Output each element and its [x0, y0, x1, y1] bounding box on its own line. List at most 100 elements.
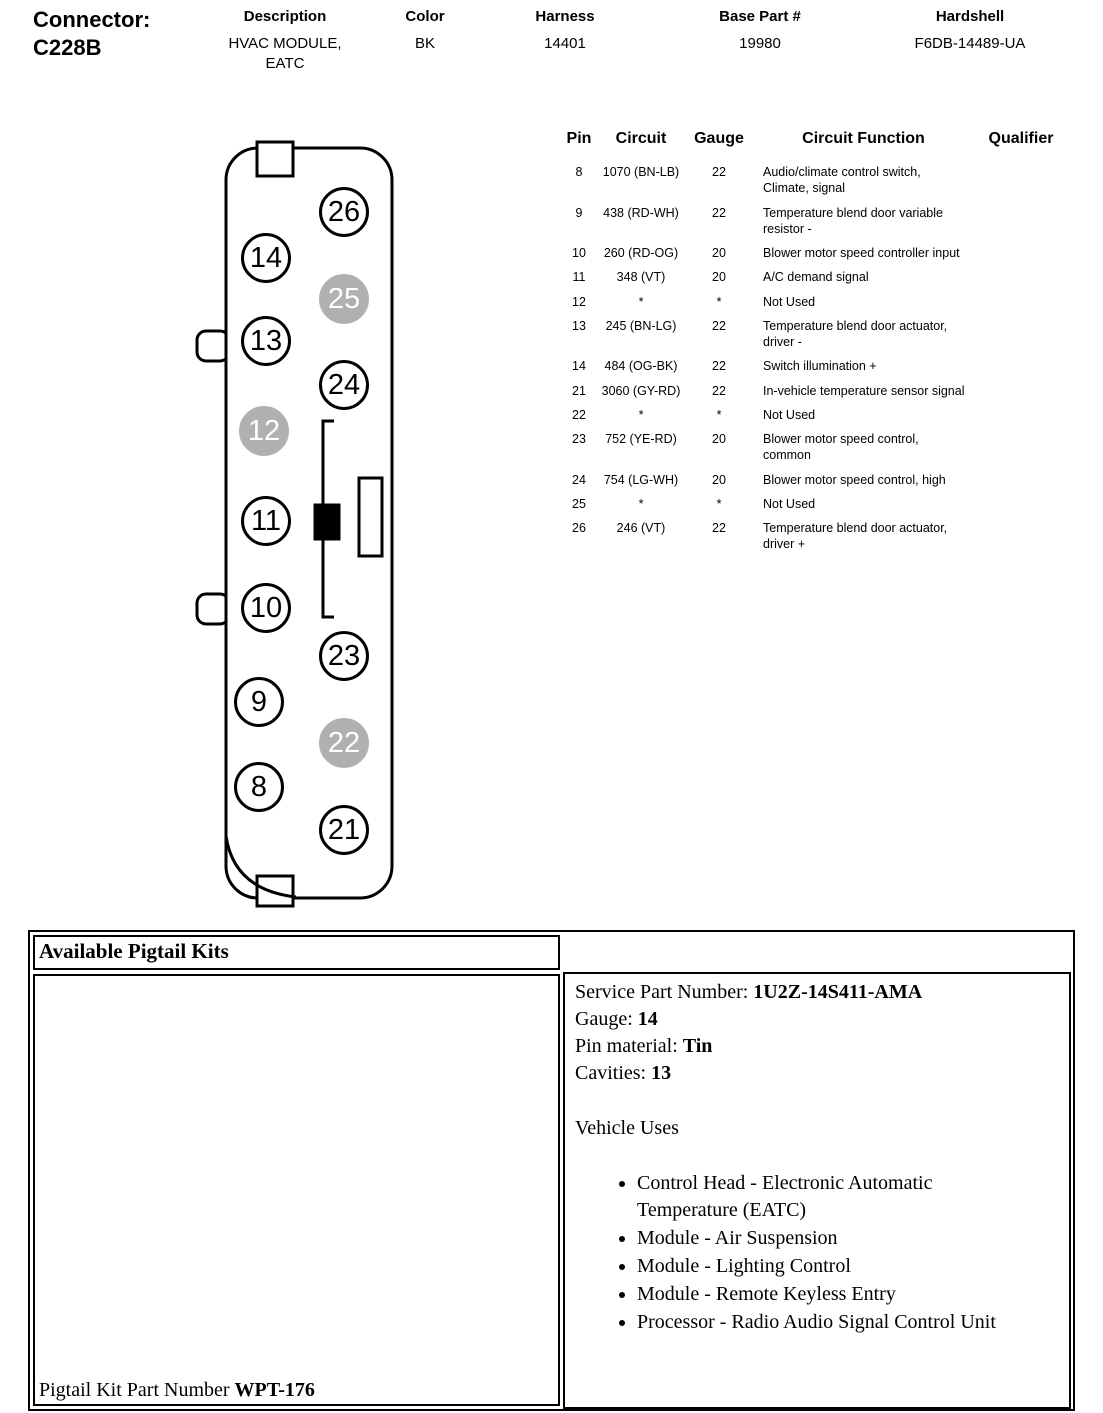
connector-pin-24: 24 [319, 360, 369, 410]
pin-row-9-pin: 9 [575, 205, 583, 220]
connector-pin-12: 12 [239, 406, 289, 456]
header-column-label: Hardshell [935, 8, 1005, 25]
connector-id: C228B [33, 35, 102, 60]
pin-row-23-gauge: 20 [712, 432, 726, 446]
pin-row-9-function: Temperature blend door variable resistor… [763, 205, 943, 236]
pigtail-kit-part-number-value: WPT-176 [234, 1379, 315, 1401]
pin-row-26-function: Temperature blend door actuator, driver … [763, 521, 948, 552]
pigtail-details: Service Part Number: 1U2Z-14S411-AMA Gaug… [575, 979, 1059, 1087]
header-column-label: Harness [535, 8, 595, 25]
pin-row-8-circuit: 1070 (BN-LB) [602, 165, 680, 179]
header-column-2: Harness 14401 [480, 8, 650, 73]
pin-row-10-circuit: 260 (RD-OG) [603, 246, 679, 260]
pin-row-26-gauge: 22 [712, 521, 726, 535]
pin-row-26-circuit: 246 (VT) [616, 521, 666, 535]
pin-row-24-gauge: 20 [712, 472, 726, 487]
pin-row-12-gauge: * [716, 294, 722, 309]
top-index-slot [255, 140, 295, 178]
bottom-left-curve [224, 835, 297, 899]
pigtail-section: Available Pigtail Kits Pigtail Kit Part … [28, 930, 1075, 1411]
vehicle-use-4: Processor - Radio Audio Signal Control U… [637, 1309, 1037, 1336]
pin-row-13-pin: 13 [572, 318, 586, 333]
pigtail-detail-0: Service Part Number: 1U2Z-14S411-AMA [575, 981, 923, 1003]
connector-pin-22: 22 [319, 718, 369, 768]
pin-row-24-pin: 24 [572, 472, 586, 487]
header-column-label: Base Part # [719, 8, 801, 25]
header-column-3: Base Part # 19980 [650, 8, 870, 73]
pin-row-11-function: A/C demand signal [763, 270, 869, 285]
header-column-value: 19980 [739, 35, 781, 52]
pin-table-header-gauge: Gauge [694, 130, 744, 147]
pin-row-26-pin: 26 [572, 521, 586, 535]
pin-row-22-function: Not Used [763, 407, 816, 422]
connector-pin-23: 23 [319, 631, 369, 681]
pin-row-25-circuit: * [638, 496, 644, 511]
pin-row-25-gauge: * [716, 496, 722, 511]
pin-table-header-pin: Pin [566, 130, 592, 147]
connector-pin-11: 11 [241, 496, 291, 546]
pin-row-25-function: Not Used [763, 496, 816, 511]
pin-table-header-function: Circuit Function [802, 130, 925, 147]
pin-row-14-pin: 14 [572, 359, 586, 374]
pin-row-24-circuit: 754 (LG-WH) [603, 472, 679, 487]
pin-row-9-circuit: 438 (RD-WH) [603, 205, 679, 220]
pin-row-23-circuit: 752 (YE-RD) [605, 432, 677, 446]
pin-row-12-circuit: * [638, 294, 644, 309]
pin-row-10-pin: 10 [572, 246, 586, 260]
connector-pin-25: 25 [319, 274, 369, 324]
connector-pin-10: 10 [241, 583, 291, 633]
pigtail-right-column: Service Part Number: 1U2Z-14S411-AMA Gaug… [563, 932, 1073, 1409]
pin-table-header-circuit: Circuit [615, 130, 667, 147]
pin-row-12-pin: 12 [572, 294, 586, 309]
connector-pin-8: 8 [234, 762, 284, 812]
bottom-index-slot [255, 874, 295, 908]
pin-row-13-circuit: 245 (BN-LG) [605, 318, 677, 333]
pin-row-13-function: Temperature blend door actuator, driver … [763, 318, 948, 349]
pin-row-21-gauge: 22 [712, 383, 726, 398]
pin-row-22-pin: 22 [572, 407, 586, 422]
pin-row-11-pin: 11 [572, 270, 586, 285]
connector-pin-14: 14 [241, 233, 291, 283]
pin-row-8-pin: 8 [575, 165, 583, 179]
pin-row-10-function: Blower motor speed controller input [763, 246, 960, 260]
pin-row-10-gauge: 20 [712, 246, 726, 260]
pigtail-kits-title: Available Pigtail Kits [33, 935, 560, 970]
pin-row-12-function: Not Used [763, 294, 816, 309]
pin-row-21-circuit: 3060 (GY-RD) [601, 383, 681, 398]
pigtail-kit-part-number: Pigtail Kit Part Number WPT-176 [39, 1379, 315, 1402]
pigtail-detail-1: Gauge: 14 [575, 1008, 658, 1030]
pin-row-13-gauge: 22 [712, 318, 726, 333]
pin-row-23-function: Blower motor speed control, common [763, 432, 919, 463]
pin-row-8-function: Audio/climate control switch, Climate, s… [763, 165, 921, 196]
pigtail-detail-3: Cavities: 13 [575, 1062, 672, 1084]
pin-table-header-qualifier: Qualifier [988, 130, 1054, 147]
vehicle-uses-title: Vehicle Uses [575, 1117, 679, 1139]
header-column-value: HVAC MODULE, EATC [228, 35, 342, 72]
pigtail-left-body: Pigtail Kit Part Number WPT-176 [33, 974, 560, 1406]
connector-pin-13: 13 [241, 316, 291, 366]
pigtail-right-body: Service Part Number: 1U2Z-14S411-AMA Gaug… [563, 972, 1071, 1409]
pin-row-25-pin: 25 [572, 496, 586, 511]
header-column-value: 14401 [544, 35, 586, 52]
pin-table: Pin Circuit Gauge Circuit Function Quali… [558, 130, 1071, 553]
pigtail-left-column: Available Pigtail Kits Pigtail Kit Part … [30, 932, 563, 1409]
pin-row-23-pin: 23 [572, 432, 586, 446]
vehicle-uses-list: Control Head - Electronic Automatic Temp… [575, 1170, 1059, 1336]
pin-row-9-gauge: 22 [712, 205, 726, 220]
connector-label: Connector: [33, 7, 151, 32]
pin-row-22-circuit: * [638, 407, 644, 422]
pin-row-21-function: In-vehicle temperature sensor signal [763, 383, 965, 398]
pigtail-detail-2: Pin material: Tin [575, 1035, 713, 1057]
vehicle-use-1: Module - Air Suspension [637, 1225, 1037, 1252]
pin-row-11-gauge: 20 [712, 270, 726, 285]
pin-row-22-gauge: * [716, 407, 722, 422]
pin-row-24-function: Blower motor speed control, high [763, 472, 946, 487]
header-column-value: BK [414, 35, 435, 52]
vehicle-use-2: Module - Lighting Control [637, 1253, 1037, 1280]
